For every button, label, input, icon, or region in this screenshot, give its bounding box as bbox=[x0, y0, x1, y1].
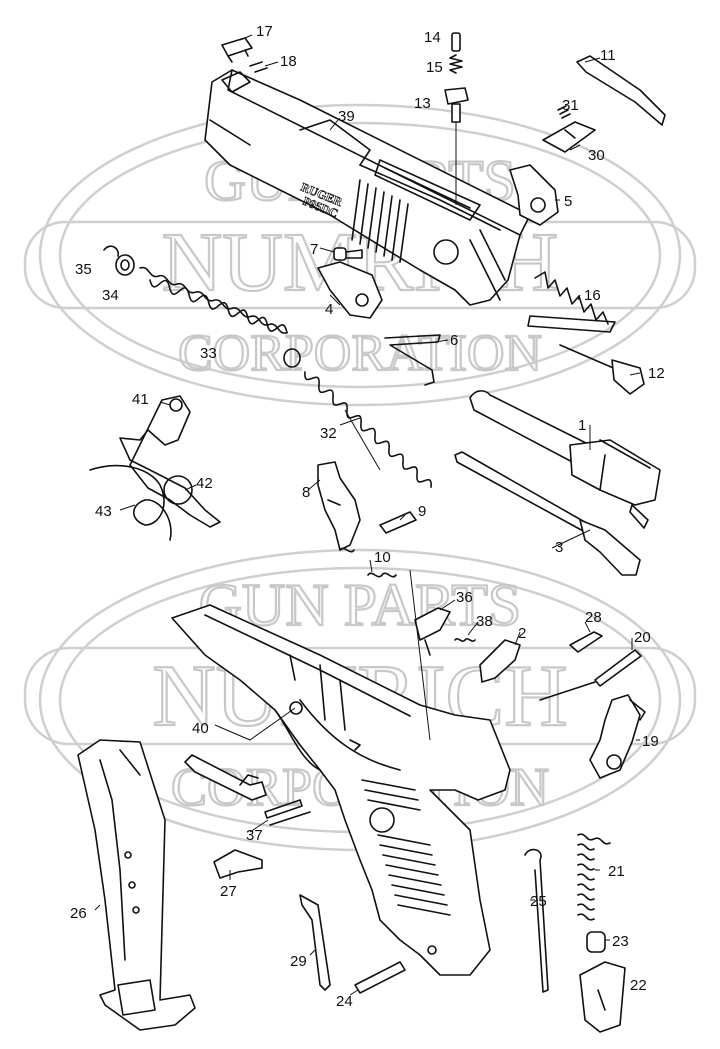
label-22: 22 bbox=[630, 977, 647, 994]
hammer-part bbox=[119, 395, 221, 528]
label-27: 27 bbox=[220, 883, 237, 900]
magazine-latch-spring-part bbox=[299, 894, 331, 991]
label-33: 33 bbox=[200, 345, 217, 362]
label-12: 12 bbox=[648, 365, 665, 382]
label-14: 14 bbox=[424, 29, 441, 46]
label-7: 7 bbox=[310, 241, 318, 258]
label-39: 39 bbox=[338, 108, 355, 125]
label-1: 1 bbox=[578, 417, 586, 434]
label-18: 18 bbox=[280, 53, 297, 70]
trigger-part bbox=[213, 849, 263, 879]
label-30: 30 bbox=[588, 147, 605, 164]
label-31: 31 bbox=[562, 97, 579, 114]
plunger-spring-part bbox=[449, 54, 463, 74]
grip-pin-part bbox=[354, 961, 406, 994]
hammer-screw-part bbox=[169, 398, 183, 412]
label-28: 28 bbox=[585, 609, 602, 626]
frame-part bbox=[171, 604, 511, 976]
plunger-part bbox=[451, 32, 461, 52]
label-10: 10 bbox=[374, 549, 391, 566]
retainer-clip-part bbox=[103, 245, 120, 257]
trigger-bar-plunger-part bbox=[414, 607, 451, 656]
firing-pin-part bbox=[559, 344, 645, 395]
mainspring-seat-part bbox=[586, 931, 606, 953]
label-17: 17 bbox=[256, 23, 273, 40]
trigger-bar-spring-part bbox=[454, 638, 476, 642]
trigger-pin-part bbox=[264, 799, 311, 826]
label-16: 16 bbox=[584, 287, 601, 304]
mainspring-housing-part bbox=[579, 961, 626, 1033]
recoil-spring-outer-part bbox=[139, 266, 301, 368]
label-26: 26 bbox=[70, 905, 87, 922]
hammer-pivot-pin-part bbox=[539, 649, 642, 701]
sear-plunger-part bbox=[569, 631, 603, 653]
hammer-spring-part bbox=[89, 464, 172, 541]
label-5: 5 bbox=[564, 193, 572, 210]
label-40: 40 bbox=[192, 720, 209, 737]
decocker-right-part bbox=[509, 164, 559, 226]
recoil-spring-inner-part bbox=[304, 371, 432, 489]
label-9: 9 bbox=[418, 503, 426, 520]
watermark-top-line3: CORPORATION bbox=[178, 325, 542, 382]
label-29: 29 bbox=[290, 953, 307, 970]
decocker-screw-part bbox=[333, 247, 363, 261]
label-4: 4 bbox=[325, 301, 333, 318]
callout-labels: 17 18 14 15 13 11 39 31 30 5 7 35 34 16 … bbox=[70, 23, 665, 1010]
firing-pin-block-part bbox=[444, 87, 469, 205]
label-24: 24 bbox=[336, 993, 353, 1010]
front-sight-part bbox=[542, 121, 596, 153]
label-3: 3 bbox=[555, 539, 563, 556]
label-13: 13 bbox=[414, 95, 431, 112]
label-20: 20 bbox=[634, 629, 651, 646]
label-38: 38 bbox=[476, 613, 493, 630]
rear-sight-pins-part bbox=[249, 61, 268, 73]
firing-pin-spring-part bbox=[527, 271, 616, 333]
decocker-left-part bbox=[317, 261, 383, 319]
spring-bushing-part bbox=[115, 254, 135, 276]
hammer-strut-part bbox=[524, 848, 549, 993]
guide-rod-part bbox=[454, 451, 641, 576]
label-15: 15 bbox=[426, 59, 443, 76]
mainspring-part bbox=[577, 833, 611, 921]
label-23: 23 bbox=[612, 933, 629, 950]
magazine-latch-part bbox=[184, 754, 267, 801]
label-42: 42 bbox=[196, 475, 213, 492]
extractor-part bbox=[576, 55, 666, 126]
magazine-part bbox=[77, 739, 196, 1031]
label-36: 36 bbox=[456, 589, 473, 606]
slide-stop-pin-part bbox=[379, 511, 417, 534]
label-19: 19 bbox=[642, 733, 659, 750]
label-37: 37 bbox=[246, 827, 263, 844]
label-2: 2 bbox=[518, 625, 526, 642]
slide-stop-part bbox=[317, 461, 361, 551]
label-32: 32 bbox=[320, 425, 337, 442]
leader-lines bbox=[94, 34, 641, 996]
slide-part: RUGER P95DC bbox=[204, 69, 531, 306]
label-6: 6 bbox=[450, 332, 458, 349]
label-25: 25 bbox=[530, 893, 547, 910]
decocker-spring-part bbox=[384, 334, 441, 386]
label-8: 8 bbox=[302, 484, 310, 501]
label-11: 11 bbox=[600, 47, 616, 64]
rear-sight-part bbox=[221, 37, 253, 63]
label-41: 41 bbox=[132, 391, 149, 408]
label-35: 35 bbox=[75, 261, 92, 278]
front-sight-screw-part bbox=[557, 105, 571, 119]
label-34: 34 bbox=[102, 287, 119, 304]
label-43: 43 bbox=[95, 503, 112, 520]
sear-assembly-part bbox=[589, 694, 646, 779]
ejector-part bbox=[479, 639, 521, 683]
slide-stop-spring-part bbox=[339, 547, 397, 578]
label-21: 21 bbox=[608, 863, 625, 880]
barrel-part bbox=[469, 390, 661, 529]
